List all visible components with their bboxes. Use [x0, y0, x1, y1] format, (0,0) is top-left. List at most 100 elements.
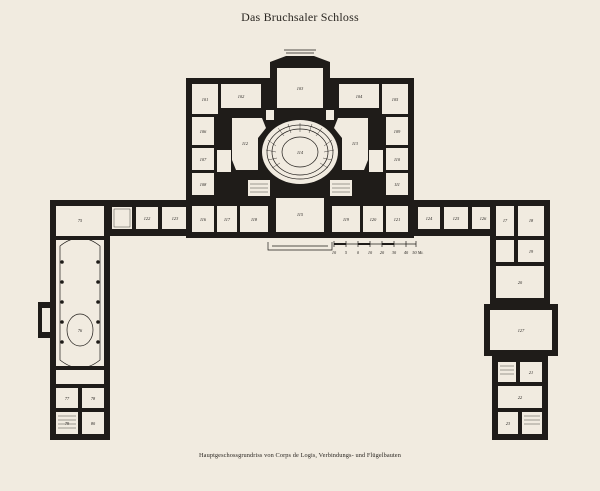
room: [192, 173, 214, 195]
hall-oval: [66, 313, 94, 347]
left-wing-room: [56, 388, 78, 408]
right-gallery-room: [472, 207, 494, 229]
room: [192, 117, 214, 145]
right-wing-room: [498, 412, 518, 434]
room-number: 116: [200, 217, 207, 222]
room: [332, 206, 360, 232]
room-number: 104: [356, 94, 363, 99]
right-pavilion-hall: [490, 310, 552, 350]
room-number: 80: [91, 421, 96, 426]
right-wing-stair: [500, 365, 540, 425]
right-wing-room: [496, 266, 544, 298]
left-wing-room: [82, 412, 104, 434]
room-number: 105: [392, 97, 399, 102]
left-wing-hall: [56, 240, 104, 366]
right-wing-room: [496, 240, 514, 262]
room: [221, 84, 261, 108]
connecting-galleries: [100, 200, 504, 238]
room-number: 127: [518, 328, 525, 333]
right-wing-room: [496, 206, 514, 236]
room: [363, 206, 383, 232]
scale-label: 0: [357, 250, 360, 255]
room: [386, 117, 408, 145]
room: [217, 150, 231, 172]
room-numbers: 101 102 103 104 105 106 107 108 109 110 …: [65, 86, 534, 426]
room-number: 115: [297, 212, 304, 217]
cell: [352, 122, 360, 130]
room: [382, 84, 408, 114]
scale-label: 50 Mt.: [412, 250, 423, 255]
scale-label: 10: [368, 250, 373, 255]
stair-hatch: [250, 183, 350, 193]
hall-columns: [60, 260, 100, 344]
room-number: 114: [297, 150, 304, 155]
entrance-steps: [284, 49, 316, 54]
rotunda-steps: [265, 123, 335, 169]
room-number: 117: [224, 217, 231, 222]
right-staircase: [334, 118, 368, 170]
room-number: 78: [91, 396, 96, 401]
room-number: 120: [370, 217, 377, 222]
room-number: 118: [251, 217, 258, 222]
terrace-stairs: [267, 242, 333, 251]
room-number: 18: [529, 218, 534, 223]
left-gallery-room: [136, 207, 158, 229]
room: [192, 84, 218, 114]
garden-hall: [276, 198, 324, 232]
cell: [326, 110, 334, 120]
room-number: 123: [172, 216, 178, 221]
rotunda-inner: [281, 136, 319, 168]
scale-label: 30: [392, 250, 397, 255]
room-number: 108: [200, 182, 207, 187]
room-number: 110: [394, 157, 401, 162]
room-number: 107: [200, 157, 207, 162]
right-gallery-room: [418, 207, 440, 229]
room-number: 21: [529, 370, 533, 375]
scale-bar: 10 5 0 10 20 30 40 50 Mt.: [332, 241, 424, 255]
hall-outline: [59, 237, 101, 369]
room-number: 103: [297, 86, 303, 91]
gallery-stair: [113, 208, 131, 228]
room-number: 17: [503, 218, 508, 223]
room-number: 101: [202, 97, 208, 102]
right-wing-room: [498, 362, 516, 382]
corps-de-logis: [186, 49, 414, 251]
room: [192, 148, 214, 170]
left-gallery-room: [162, 207, 188, 229]
plan-caption: Hauptgeschossgrundriss von Corps de Logi…: [199, 452, 401, 459]
room-number: 77: [65, 396, 70, 401]
right-wing-room: [518, 206, 544, 236]
left-staircase: [232, 118, 266, 170]
right-wing-room: [522, 412, 542, 434]
room: [386, 173, 408, 195]
room-number: 111: [394, 182, 400, 187]
right-wing-room: [498, 386, 542, 408]
room-number: 75: [78, 218, 83, 223]
room-number: 126: [480, 216, 487, 221]
room-number: 113: [352, 141, 358, 146]
room: [277, 68, 323, 108]
room: [192, 206, 214, 232]
room-number: 124: [426, 216, 433, 221]
left-wing-room: [82, 388, 104, 408]
right-wing: [484, 200, 558, 440]
right-wing-room: [518, 240, 544, 262]
room-number: 122: [144, 216, 151, 221]
scale-label: 10: [332, 250, 337, 255]
scale-label: 40: [404, 250, 409, 255]
left-wing-stair: [58, 415, 76, 429]
room-number: 121: [394, 217, 400, 222]
right-gallery-room: [444, 207, 468, 229]
room-number: 119: [343, 217, 350, 222]
room-number: 20: [518, 280, 523, 285]
room: [386, 148, 408, 170]
scale-label: 5: [345, 250, 348, 255]
room-number: 106: [200, 129, 207, 134]
left-gallery-room: [112, 207, 132, 229]
room: [339, 84, 379, 108]
room-number: 112: [242, 141, 249, 146]
room-number: 23: [506, 421, 510, 426]
room-number: 76: [78, 328, 83, 333]
room: [217, 206, 237, 232]
room: [240, 206, 268, 232]
